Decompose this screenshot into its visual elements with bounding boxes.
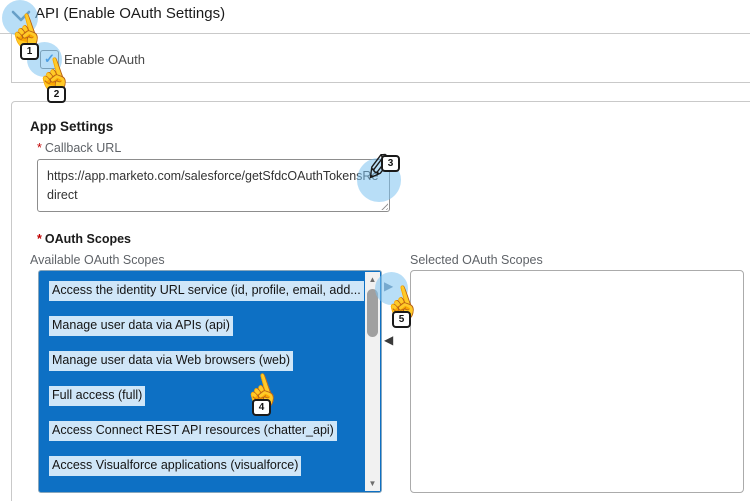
step-badge: 1 <box>20 43 39 60</box>
list-item[interactable]: Access Visualforce applications (visualf… <box>49 456 302 476</box>
required-asterisk: * <box>37 141 42 155</box>
available-scopes-listbox[interactable]: Access the identity URL service (id, pro… <box>38 270 382 493</box>
required-asterisk: * <box>37 232 42 246</box>
textarea-resize-grip[interactable] <box>379 201 388 210</box>
app-settings-title: App Settings <box>30 119 114 134</box>
callback-url-textarea[interactable]: https://app.marketo.com/salesforce/getSf… <box>37 159 390 212</box>
available-scopes-label: Available OAuth Scopes <box>30 253 165 267</box>
selected-scopes-label: Selected OAuth Scopes <box>410 253 543 267</box>
enable-oauth-panel <box>11 33 750 83</box>
scroll-up-icon[interactable]: ▲ <box>368 275 377 284</box>
list-item[interactable]: Access Connect REST API resources (chatt… <box>49 421 337 441</box>
section-title: API (Enable OAuth Settings) <box>35 5 226 22</box>
list-item[interactable]: Manage user data via APIs (api) <box>49 316 233 336</box>
highlight-circle-1 <box>2 0 38 36</box>
scroll-down-icon[interactable]: ▼ <box>368 479 377 488</box>
move-left-icon[interactable]: ◀ <box>384 333 394 347</box>
available-scopes-items: Access the identity URL service (id, pro… <box>39 271 365 492</box>
step-badge: 2 <box>47 86 66 103</box>
scrollbar-thumb[interactable] <box>367 289 378 337</box>
step-badge: 5 <box>392 311 411 328</box>
highlight-circle-5 <box>375 272 408 305</box>
list-item[interactable]: Manage user data via Web browsers (web) <box>49 351 294 371</box>
enable-oauth-label: Enable OAuth <box>64 52 145 67</box>
step-badge: 4 <box>252 399 271 416</box>
list-item[interactable]: Access the identity URL service (id, pro… <box>49 281 364 301</box>
list-item[interactable]: Full access (full) <box>49 386 146 406</box>
step-badge: 3 <box>381 155 400 172</box>
scrollbar[interactable]: ▲ ▼ <box>365 272 380 491</box>
oauth-scopes-label: *OAuth Scopes <box>37 232 131 246</box>
selected-scopes-listbox[interactable] <box>410 270 744 493</box>
callback-url-label: *Callback URL <box>37 141 122 155</box>
callback-url-value: https://app.marketo.com/salesforce/getSf… <box>47 169 379 202</box>
